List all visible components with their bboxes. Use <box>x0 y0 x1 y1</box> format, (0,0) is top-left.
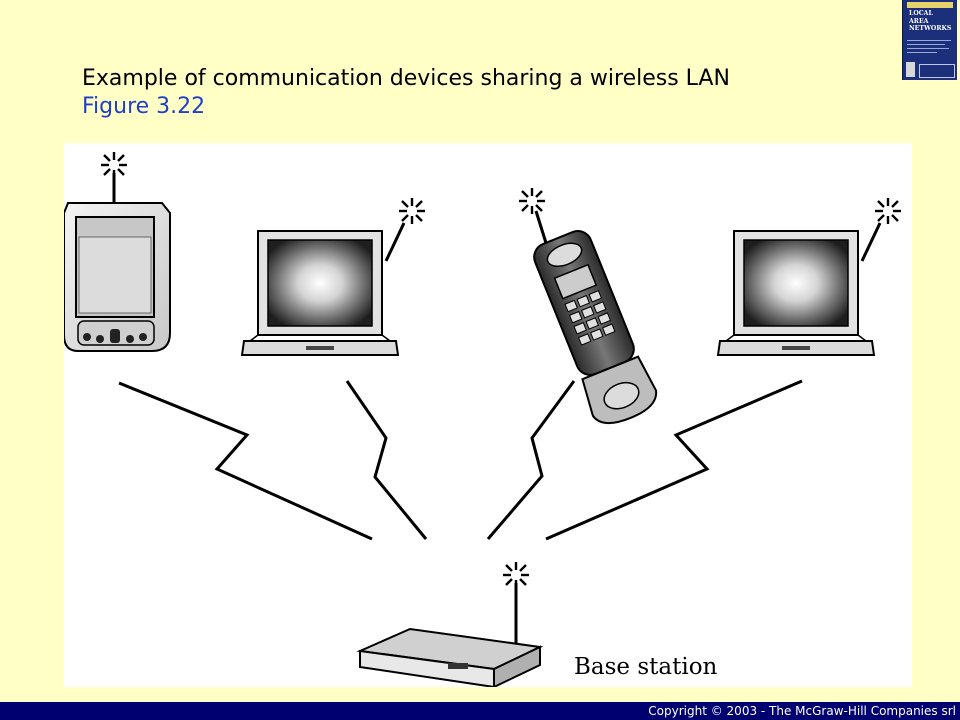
laptop-icon <box>240 196 427 356</box>
wireless-lan-diagram: Base station <box>64 143 912 687</box>
wireless-link-pda <box>118 381 373 541</box>
book-cover-title: LOCAL AREA NETWORKS <box>909 10 951 33</box>
book-cover-box <box>919 64 955 78</box>
book-cover-line <box>907 52 937 53</box>
book-cover-strip <box>907 2 953 8</box>
wireless-link-laptop-left <box>345 380 428 540</box>
footer-bar: Copyright © 2003 - The McGraw-Hill Compa… <box>0 702 960 720</box>
slide-title: Example of communication devices sharing… <box>82 66 730 91</box>
pda-icon <box>64 150 171 352</box>
book-cover-line <box>907 48 949 49</box>
slide-title-block: Example of communication devices sharing… <box>82 65 730 121</box>
base-station-icon <box>356 560 544 687</box>
book-cover-title-line: NETWORKS <box>909 25 952 32</box>
wireless-link-laptop-right <box>545 379 803 541</box>
book-cover-title-line: AREA <box>909 17 929 25</box>
copyright-text: Copyright © 2003 - The McGraw-Hill Compa… <box>648 704 956 718</box>
book-cover-title-line: LOCAL <box>909 10 933 17</box>
figure-label: Figure 3.22 <box>82 94 206 119</box>
base-station-label: Base station <box>574 654 718 680</box>
book-cover-thumbnail: LOCAL AREA NETWORKS <box>902 0 957 80</box>
book-cover-line <box>907 44 945 45</box>
wireless-link-cell-phone <box>486 380 576 540</box>
publisher-logo <box>906 62 915 77</box>
book-cover-line <box>907 40 951 41</box>
laptop-icon <box>716 196 903 356</box>
cell-phone-icon <box>517 186 658 425</box>
